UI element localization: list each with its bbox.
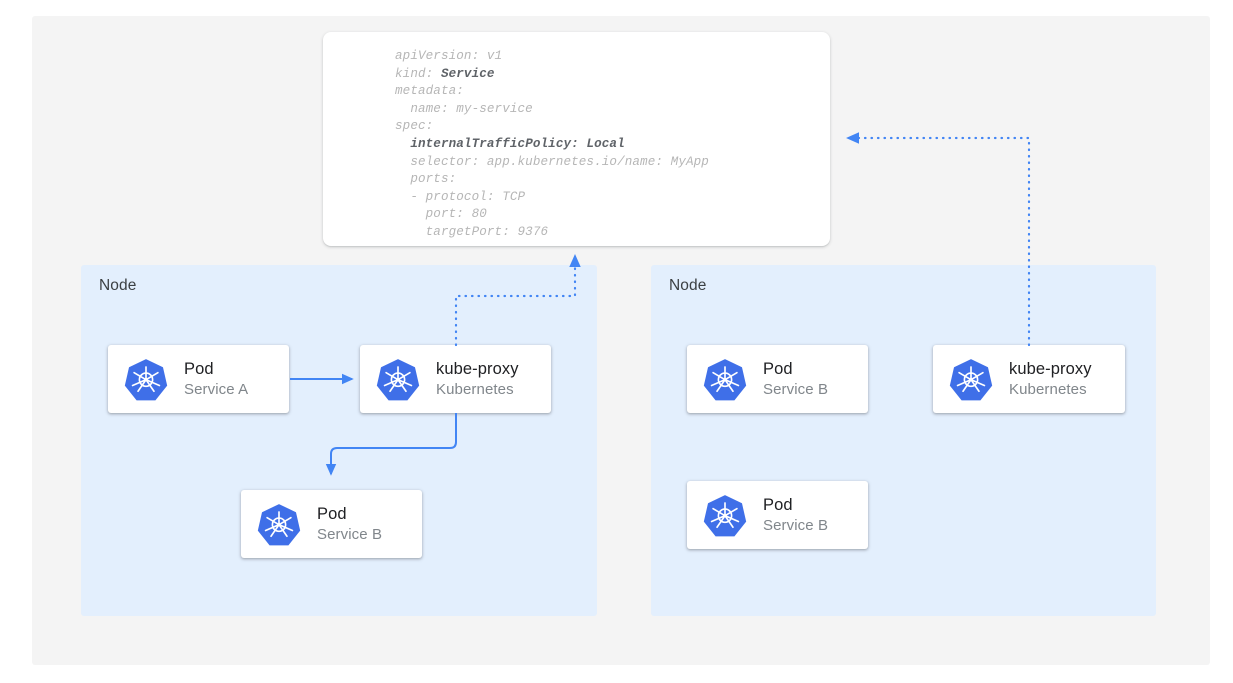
card-text: Pod Service B (763, 495, 828, 536)
node-container-right: Node (651, 265, 1156, 616)
card-subtitle: Kubernetes (1009, 380, 1087, 398)
card-subtitle: Service B (763, 516, 829, 534)
card-title: kube-proxy (436, 359, 519, 378)
card-text: Pod Service A (184, 359, 248, 400)
card-subtitle: Service B (763, 380, 829, 398)
node-label-right: Node (669, 277, 707, 294)
kubernetes-icon (257, 504, 301, 546)
card-pod-service-b-right-top[interactable]: Pod Service B (687, 345, 868, 413)
kubernetes-icon (124, 359, 168, 401)
node-label-left: Node (99, 277, 137, 294)
card-pod-service-b-left[interactable]: Pod Service B (241, 490, 422, 558)
card-title: kube-proxy (1009, 359, 1092, 378)
node-container-left: Node (81, 265, 597, 616)
card-text: Pod Service B (317, 504, 382, 545)
card-pod-service-b-right-bottom[interactable]: Pod Service B (687, 481, 868, 549)
card-title: Pod (184, 359, 214, 378)
card-pod-service-a[interactable]: Pod Service A (108, 345, 289, 413)
card-title: Pod (763, 495, 793, 514)
card-kube-proxy-right[interactable]: kube-proxy Kubernetes (933, 345, 1125, 413)
kubernetes-icon (949, 359, 993, 401)
service-spec-card: apiVersion: v1 kind: Service metadata: n… (323, 32, 830, 246)
card-kube-proxy-left[interactable]: kube-proxy Kubernetes (360, 345, 551, 413)
service-spec-yaml: apiVersion: v1 kind: Service metadata: n… (395, 49, 709, 239)
card-subtitle: Kubernetes (436, 380, 514, 398)
card-title: Pod (317, 504, 347, 523)
card-title: Pod (763, 359, 793, 378)
card-text: Pod Service B (763, 359, 828, 400)
card-subtitle: Service B (317, 525, 383, 543)
card-text: kube-proxy Kubernetes (436, 359, 519, 400)
card-text: kube-proxy Kubernetes (1009, 359, 1092, 400)
kubernetes-icon (703, 495, 747, 537)
kubernetes-icon (376, 359, 420, 401)
card-subtitle: Service A (184, 380, 249, 398)
kubernetes-icon (703, 359, 747, 401)
